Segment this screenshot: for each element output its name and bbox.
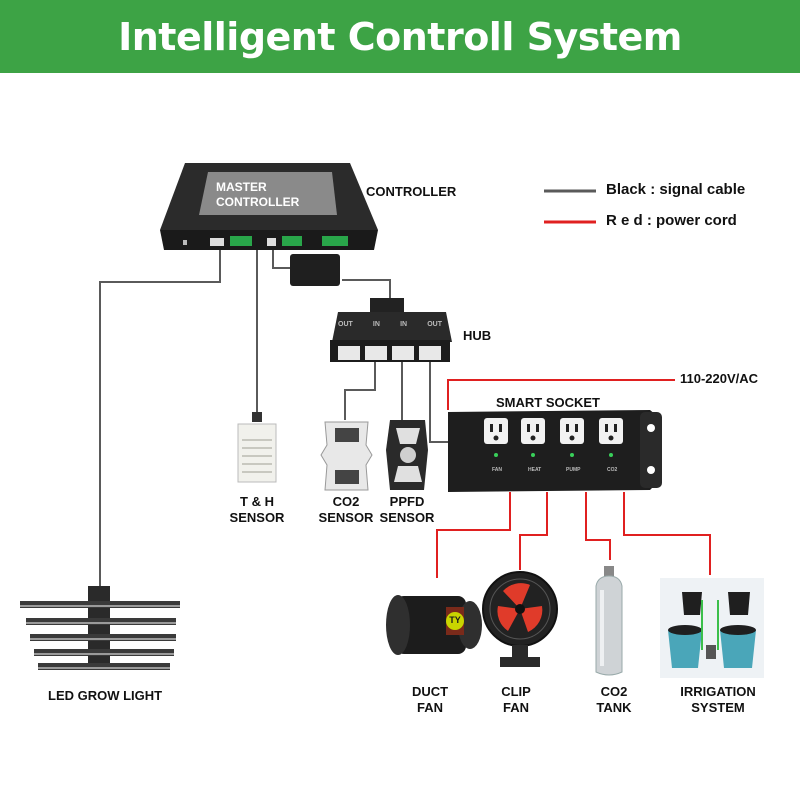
- legend-power-text: R e d : power cord: [606, 212, 737, 229]
- co2-sensor-label-line-1: CO2: [332, 494, 360, 509]
- co2-tank: [595, 566, 623, 676]
- irrigation-system: [660, 578, 764, 678]
- clip-fan-label: CLIP FAN: [484, 684, 548, 716]
- th-sensor-label-line-2: SENSOR: [229, 510, 285, 525]
- mains-power-cord: [447, 379, 675, 410]
- signal-cables: [99, 245, 455, 588]
- irrigation-system-label: IRRIGATION SYSTEM: [666, 684, 770, 716]
- duct-fan-power-cord: [436, 492, 511, 578]
- hub-port-label: IN: [400, 321, 408, 328]
- controller-screen: [199, 172, 337, 215]
- co2-sensor-label-line-2: SENSOR: [318, 510, 374, 525]
- ppfd-sensor-label-line-1: PPFD: [389, 494, 425, 509]
- irrigation-power-cord: [623, 492, 711, 575]
- legend-power-cord: R e d : power cord: [606, 212, 737, 229]
- smart-socket-label: SMART SOCKET: [496, 395, 600, 410]
- clip-fan-label-line-1: CLIP: [501, 684, 531, 699]
- brand-mark-text: TY: [449, 615, 461, 625]
- outlet-label: HEAT: [528, 467, 542, 473]
- signal-adapter: [290, 254, 340, 286]
- hub-port-label: OUT: [338, 321, 353, 328]
- duct-fan: [386, 595, 482, 655]
- clip-fan-power-cord: [519, 492, 548, 570]
- th-sensor-label: T & H SENSOR: [222, 494, 292, 526]
- co2-tank-label-line-2: TANK: [596, 700, 632, 715]
- hub: [330, 298, 452, 362]
- duct-fan-label-line-1: DUCT: [411, 684, 449, 699]
- led-grow-light: [20, 586, 180, 670]
- outlet-label: FAN: [492, 467, 502, 473]
- irrigation-label-line-1: IRRIGATION: [680, 684, 756, 699]
- co2-sensor: [320, 421, 373, 491]
- controller-screen-line-1: MASTER: [216, 180, 267, 194]
- legend-signal-cable: Black : signal cable: [606, 181, 745, 198]
- smart-socket: [448, 410, 662, 492]
- hub-port-label: OUT: [427, 321, 442, 328]
- brand-logo: [446, 612, 464, 630]
- ppfd-sensor-label: PPFD SENSOR: [372, 494, 442, 526]
- co2-sensor-cable: [344, 360, 376, 420]
- title-banner: Intelligent Controll System: [0, 0, 800, 73]
- co2-tank-power-cord: [585, 492, 611, 560]
- co2-tank-label-line-1: CO2: [600, 684, 628, 699]
- duct-fan-label: DUCT FAN: [398, 684, 462, 716]
- outlet-label: CO2: [607, 467, 618, 473]
- page-title: Intelligent Controll System: [118, 14, 682, 59]
- controller-screen-text: MASTER CONTROLLER: [216, 180, 299, 210]
- co2-sensor-label: CO2 SENSOR: [311, 494, 381, 526]
- ppfd-sensor: [386, 420, 428, 490]
- led-grow-light-label: LED GROW LIGHT: [48, 688, 163, 703]
- outlet-label: PUMP: [566, 467, 581, 473]
- th-sensor-label-line-1: T & H: [240, 494, 274, 509]
- master-controller: [160, 163, 378, 250]
- hub-port-labels: OUT IN IN OUT: [338, 317, 442, 333]
- socket-signal-cable: [429, 360, 455, 443]
- th-sensor: [237, 412, 277, 483]
- clip-fan-label-line-2: FAN: [503, 700, 529, 715]
- controller-label: CONTROLLER: [366, 184, 457, 199]
- hub-input-cable: [342, 279, 391, 298]
- clip-fan: [482, 571, 558, 667]
- hub-label: HUB: [463, 328, 492, 343]
- power-cords: [436, 379, 711, 578]
- light-signal-cable: [99, 245, 221, 588]
- hub-port-label: IN: [372, 321, 380, 328]
- controller-screen-line-2: CONTROLLER: [216, 195, 300, 209]
- duct-fan-label-line-2: FAN: [417, 700, 443, 715]
- irrigation-label-line-2: SYSTEM: [691, 700, 745, 715]
- socket-outlets: [484, 418, 623, 457]
- ppfd-sensor-label-line-2: SENSOR: [379, 510, 435, 525]
- power-label: 110-220V/AC: [680, 371, 759, 386]
- co2-tank-label: CO2 TANK: [582, 684, 646, 716]
- legend-signal-text: Black : signal cable: [606, 181, 746, 198]
